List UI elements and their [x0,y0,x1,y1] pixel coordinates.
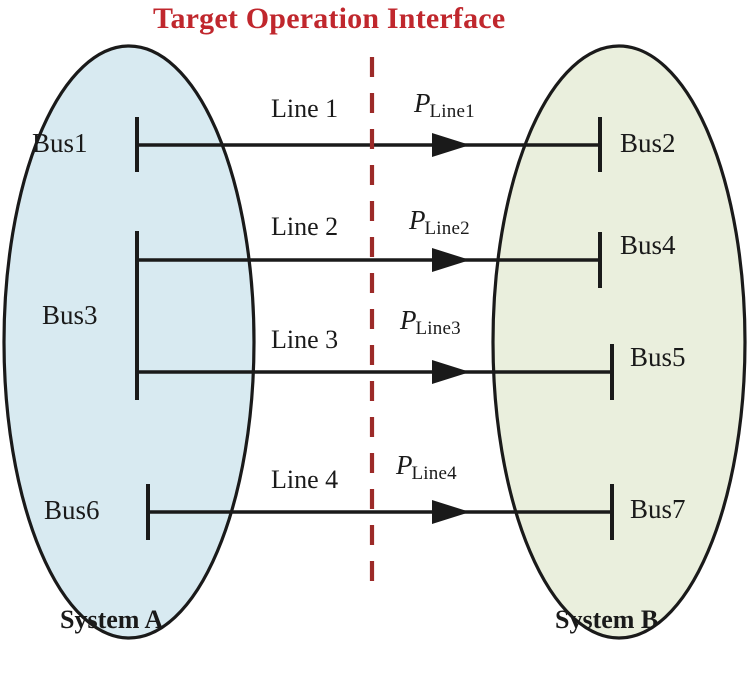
line-label-line3: Line 3 [271,325,339,354]
power-flow-label-line1: PLine1 [414,88,476,122]
line-label-line4: Line 4 [271,465,339,494]
power-symbol-line1: P [414,88,431,118]
power-subscript-line1: Line1 [429,101,475,122]
tie-line-3-arrow [432,360,470,384]
power-flow-label-line3: PLine3 [400,305,462,339]
power-flow-label-line4: PLine4 [396,450,458,484]
bus-label-bus6: Bus6 [44,495,100,525]
power-subscript-line4: Line4 [411,463,457,484]
bus-label-bus3: Bus3 [42,300,98,330]
bus-label-bus2: Bus2 [620,128,676,158]
line-label-line1: Line 1 [271,94,339,123]
bus-label-bus1: Bus1 [32,128,88,158]
power-symbol-line3: P [400,305,417,335]
power-symbol-line4: P [396,450,413,480]
bus-label-bus5: Bus5 [630,342,686,372]
system-b-label: System B [555,605,659,634]
system-b-ellipse [491,44,747,640]
tie-line-2-arrow [432,248,470,272]
power-subscript-line3: Line3 [415,318,461,339]
line-label-line2: Line 2 [271,212,339,241]
power-symbol-line2: P [409,205,426,235]
power-subscript-line2: Line2 [424,218,470,239]
bus-label-bus4: Bus4 [620,230,676,260]
system-a-ellipse [2,44,256,640]
bus-label-bus7: Bus7 [630,494,686,524]
system-a-label: System A [60,605,164,634]
power-flow-label-line2: PLine2 [409,205,471,239]
tie-line-4-arrow [432,500,470,524]
tie-line-1-arrow [432,133,470,157]
page-title: Target Operation Interface [153,2,506,35]
